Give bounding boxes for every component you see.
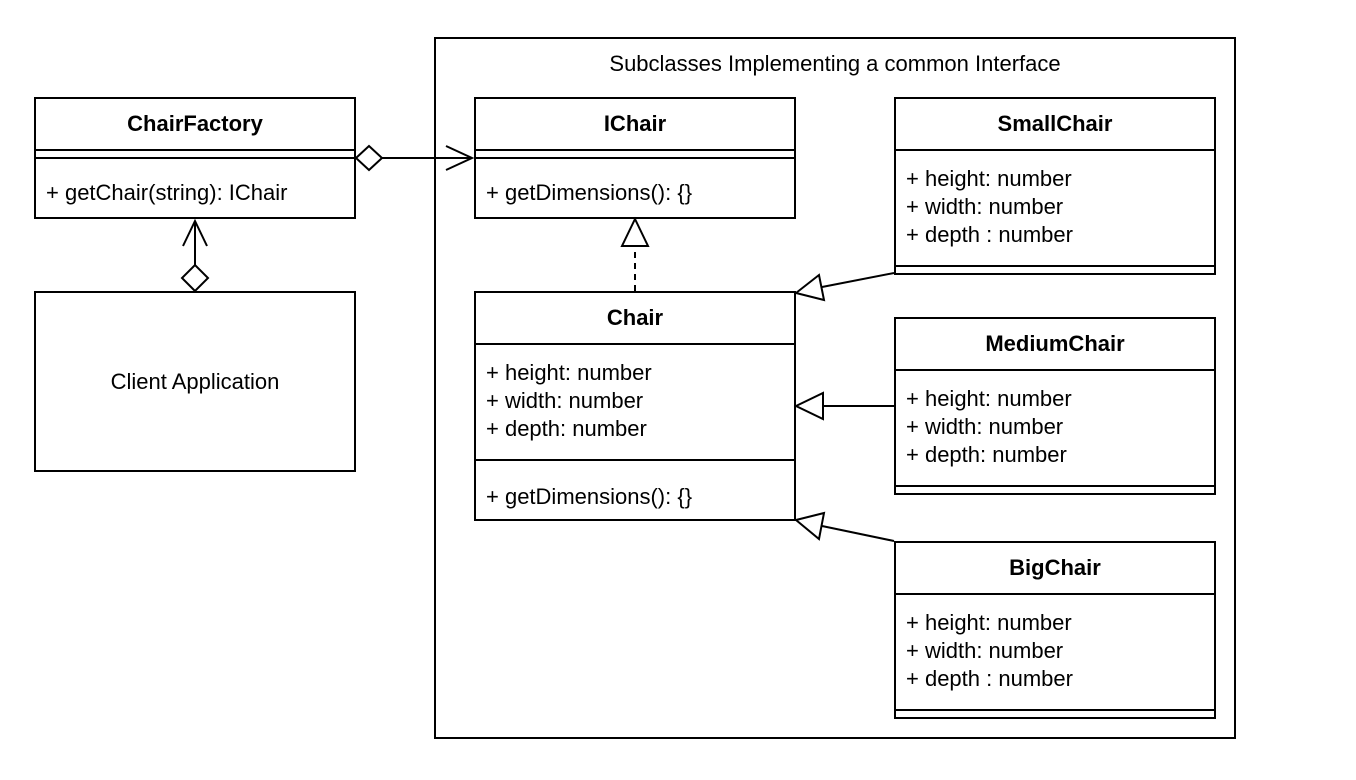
compartment-divider <box>896 485 1214 495</box>
medium-chair-class[interactable]: MediumChair + height: number + width: nu… <box>894 317 1216 495</box>
attribute: + width: number <box>906 638 1064 663</box>
chair-factory-class[interactable]: ChairFactory + getChair(string): IChair <box>34 97 356 219</box>
compartment-divider <box>476 149 794 159</box>
attribute: + depth: number <box>486 416 647 441</box>
attribute: + width: number <box>906 194 1064 219</box>
attribute: + depth: number <box>906 442 1067 467</box>
compartment-divider <box>476 343 794 345</box>
method: + getDimensions(): {} <box>486 180 693 205</box>
compartment-divider <box>896 709 1214 719</box>
attribute: + height: number <box>906 166 1072 191</box>
frame-title: Subclasses Implementing a common Interfa… <box>609 51 1061 76</box>
ichair-interface[interactable]: IChair + getDimensions(): {} <box>474 97 796 219</box>
open-arrowhead <box>182 218 208 247</box>
client-label: Client Application <box>110 368 280 394</box>
client-application-box[interactable]: Client Application <box>34 291 356 472</box>
attribute: + depth : number <box>906 666 1073 691</box>
compartment-divider <box>36 149 354 159</box>
chair-class[interactable]: Chair + height: number + width: number +… <box>474 291 796 521</box>
compartment-divider <box>896 369 1214 371</box>
attribute: + depth : number <box>906 222 1073 247</box>
subclasses-frame: Subclasses Implementing a common Interfa… <box>434 37 1236 739</box>
method: + getChair(string): IChair <box>46 180 288 205</box>
small-chair-class[interactable]: SmallChair + height: number + width: num… <box>894 97 1216 275</box>
attribute: + width: number <box>906 414 1064 439</box>
compartment-divider <box>476 459 794 461</box>
method: + getDimensions(): {} <box>486 484 693 509</box>
class-name: ChairFactory <box>127 111 263 136</box>
attribute: + height: number <box>906 386 1072 411</box>
class-name: BigChair <box>1009 555 1101 580</box>
compartment-divider <box>896 149 1214 151</box>
aggregation-diamond <box>180 263 210 293</box>
class-name: SmallChair <box>997 111 1113 136</box>
class-name: Chair <box>606 305 664 330</box>
attribute: + width: number <box>486 388 644 413</box>
aggregation-client-to-factory <box>180 218 210 293</box>
compartment-divider <box>896 265 1214 275</box>
class-name: IChair <box>603 111 667 136</box>
big-chair-class[interactable]: BigChair + height: number + width: numbe… <box>894 541 1216 719</box>
class-name: MediumChair <box>985 331 1125 356</box>
attribute: + height: number <box>486 360 652 385</box>
aggregation-diamond <box>354 144 384 172</box>
attribute: + height: number <box>906 610 1072 635</box>
compartment-divider <box>896 593 1214 595</box>
